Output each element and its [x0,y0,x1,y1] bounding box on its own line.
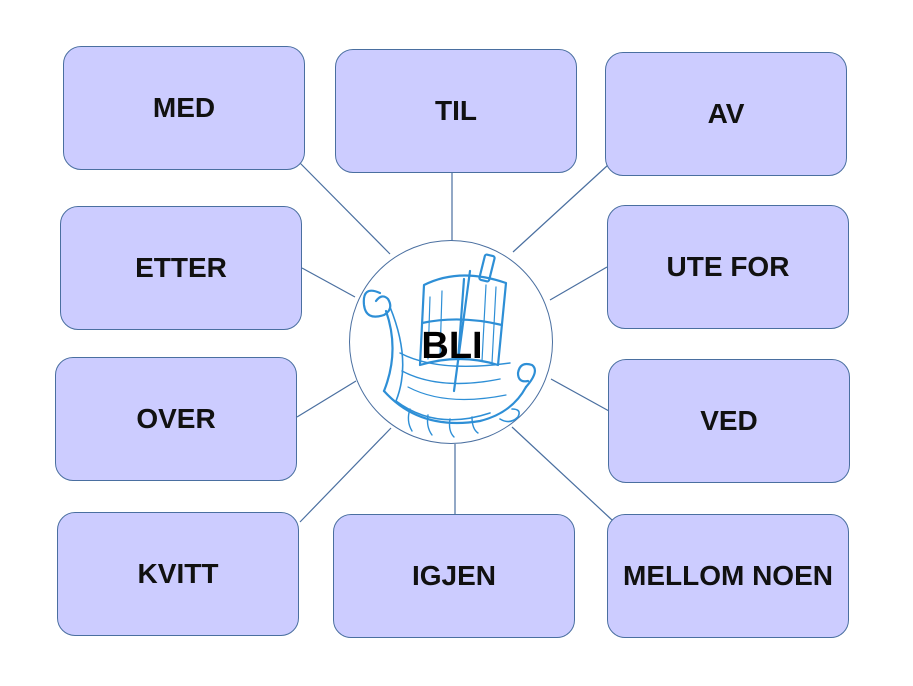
node-label: AV [707,98,745,129]
node-label: UTE FOR [666,251,790,282]
node-av: AV [605,52,847,176]
node-label: OVER [136,403,216,434]
node-label: TIL [435,95,477,126]
node-igjen: IGJEN [333,514,575,638]
node-label: MED [152,92,216,123]
center-node: BLI [349,240,553,444]
node-label: ETTER [135,252,227,283]
node-label: KVITT [137,558,219,589]
node-kvitt: KVITT [57,512,299,636]
node-label: IGJEN [411,560,497,591]
node-etter: ETTER [60,206,302,330]
node-ute-for: UTE FOR [607,205,849,329]
node-over: OVER [55,357,297,481]
node-med: MED [63,46,305,170]
node-label: VED [700,405,758,436]
connector-ved [550,378,610,412]
connector-kvitt [299,427,392,523]
node-til: TIL [335,49,577,173]
connector-etter [301,267,356,298]
connector-mellom-noen [511,426,613,521]
viking-ship-icon [362,253,536,438]
connector-av [512,164,609,253]
node-ved: VED [608,359,850,483]
connector-over [296,380,357,418]
center-label: BLI [421,324,483,367]
node-label: MELLOM NOEN [623,560,833,591]
connector-ute-for [549,266,608,301]
connector-med [299,162,391,255]
node-mellom-noen: MELLOM NOEN [607,514,849,638]
